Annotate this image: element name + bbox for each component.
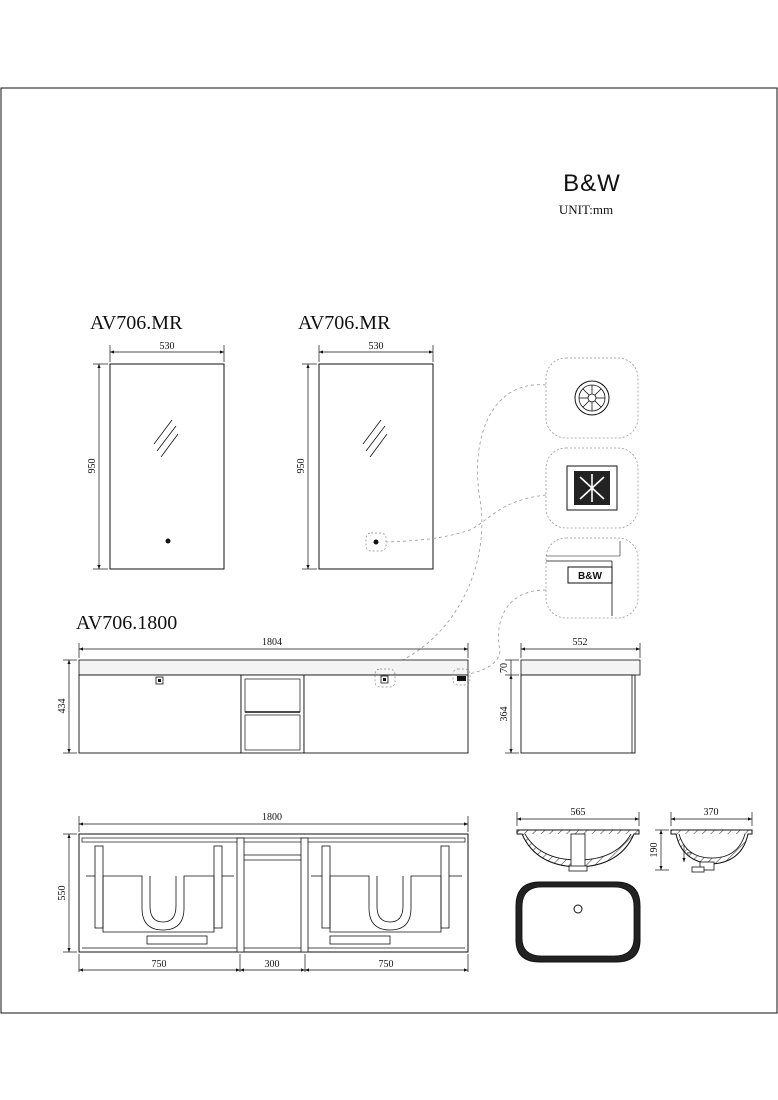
mirror-left: AV706.MR 530 950 [87, 312, 225, 570]
mirror-left-panel [109, 363, 225, 570]
detail-square-frame [545, 447, 639, 529]
vanity-front-width: 1804 [262, 637, 282, 648]
mirror-right: AV706.MR 530 950 [296, 312, 434, 570]
mirror-left-height: 950 [87, 459, 98, 474]
vanity-right-drawer [303, 674, 469, 754]
vanity-countertop [78, 659, 469, 676]
vanity-side-top [520, 659, 641, 676]
basin-drain-hole [573, 904, 583, 914]
plan-outline [78, 833, 469, 953]
mirror-right-width: 530 [369, 341, 384, 352]
vanity-label-callout [452, 668, 471, 686]
mirror-right-glare [362, 419, 388, 458]
vanity-side-width: 552 [573, 637, 588, 648]
vanity-side-body [520, 674, 636, 754]
label-plate-detail: B&W [546, 541, 621, 616]
plan-depth: 550 [57, 886, 68, 901]
vanity-top-thickness: 70 [499, 663, 510, 673]
mirror-right-panel [318, 363, 434, 570]
vanity-front-height: 434 [57, 699, 68, 714]
mirror-right-height: 950 [296, 459, 307, 474]
label-plate-text: B&W [578, 571, 602, 582]
vanity-left-drawer [78, 674, 242, 754]
vanity-plan: 1800 550 [57, 812, 469, 972]
detail-drain-frame [545, 357, 639, 439]
mirror-left-glare [153, 419, 179, 458]
square-drain-icon [566, 465, 618, 511]
basin-front-section: 565 [516, 807, 640, 872]
vanity-side: 552 70 364 [499, 637, 641, 754]
leader-sensor [385, 494, 547, 543]
vanity-title: AV706.1800 [76, 612, 177, 634]
mirror-left-sensor [165, 538, 171, 544]
detail-callouts: B&W [384, 357, 639, 675]
basin-top-view [515, 881, 641, 963]
basin-side-width: 370 [704, 807, 719, 818]
vanity-middle-open-shelf [240, 674, 305, 754]
unit-label: UNIT:mm [559, 202, 613, 217]
mirror-left-width: 530 [160, 341, 175, 352]
vanity-body-height: 364 [499, 707, 510, 722]
detail-label-frame [545, 537, 639, 619]
mirror-right-title: AV706.MR [298, 312, 391, 334]
plan-left-width: 750 [152, 959, 167, 970]
plan-middle-width: 300 [265, 959, 280, 970]
brand-logo: B&W [563, 170, 621, 197]
mirror-right-sensor [373, 539, 379, 545]
plan-left-drawer [86, 845, 234, 945]
leader-label [467, 589, 547, 675]
sheet-border [0, 87, 778, 1014]
basin-width: 565 [571, 807, 586, 818]
vanity-front: AV706.1800 1804 434 [57, 612, 471, 754]
plan-width: 1800 [262, 812, 282, 823]
plan-right-width: 750 [379, 959, 394, 970]
basin-side-section: 370 190 150 [649, 807, 753, 873]
basin-height: 190 [649, 843, 660, 858]
mirror-left-title: AV706.MR [90, 312, 183, 334]
vanity-right-lock-callout [374, 668, 396, 688]
drain-grille-icon [574, 380, 610, 416]
plan-right-drawer [311, 845, 462, 945]
